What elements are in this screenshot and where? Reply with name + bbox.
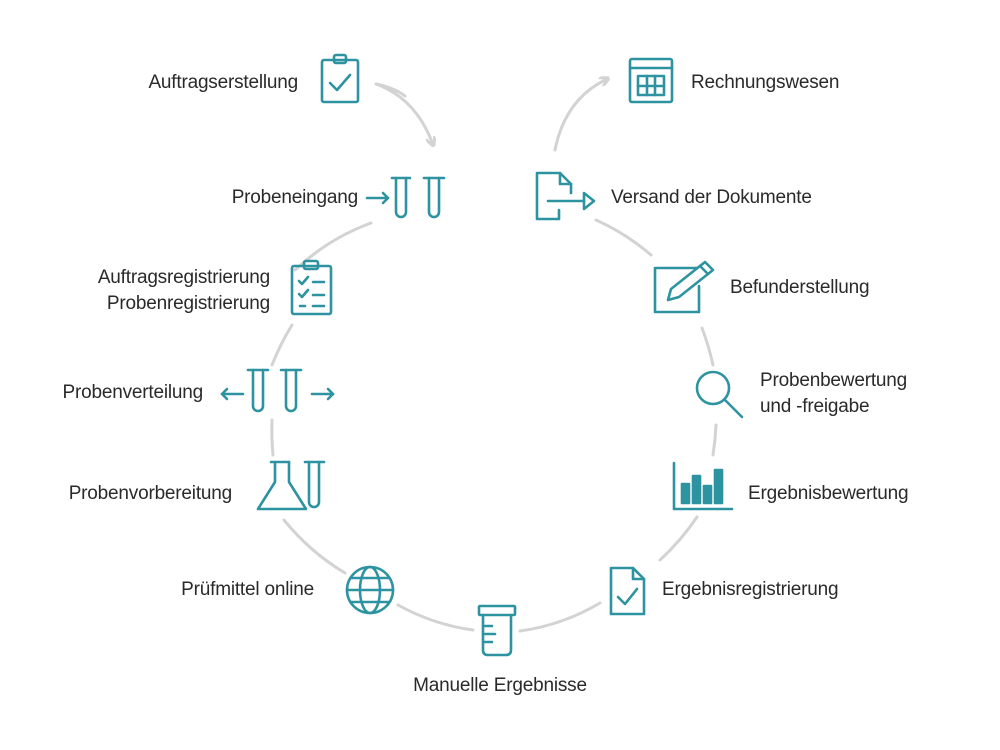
document-check-icon — [609, 566, 646, 616]
label-probenverteilung: Probenverteilung — [62, 382, 204, 403]
label-versand-der-dokumente: Versand der Dokumente — [611, 187, 812, 208]
label-registrierung: Auftragsregistrierung Probenregistrierun… — [98, 265, 270, 317]
label-ergebnisbewertung: Ergebnisbewertung — [748, 483, 909, 504]
clipboard-list-icon — [290, 259, 333, 316]
arc-bottom-left — [396, 603, 475, 632]
spreadsheet-icon — [628, 57, 674, 104]
arc-top-right — [594, 218, 653, 257]
label-probenregistrierung: Probenregistrierung — [106, 293, 270, 314]
label-ergebnisregistrierung: Ergebnisregistrierung — [662, 579, 839, 600]
bar-chart-icon — [672, 461, 734, 511]
arc-right-1 — [658, 515, 699, 562]
flask-tube-icon — [256, 460, 326, 511]
edit-pen-icon — [653, 260, 715, 314]
arc-left-3 — [282, 518, 347, 575]
arc-end-arrow — [553, 80, 605, 152]
cycle-arcs — [270, 80, 718, 633]
label-auftragsregistrierung: Auftragsregistrierung — [97, 267, 270, 288]
arc-start-arrow — [374, 82, 432, 142]
label-probenbewertung-line1: Probenbewertung — [760, 370, 907, 391]
clipboard-check-icon — [320, 53, 360, 104]
arc-left-2 — [270, 418, 275, 457]
arc-right-3 — [700, 326, 715, 367]
label-pruefmittel-online: Prüfmittel online — [181, 579, 314, 600]
document-send-icon — [535, 171, 596, 221]
arc-start-arrow-tail — [374, 82, 407, 98]
label-probenbewertung: Probenbewertung und -freigabe — [760, 368, 907, 420]
specimen-cup-icon — [477, 604, 517, 657]
label-rechnungswesen: Rechnungswesen — [691, 72, 840, 93]
arc-left-1 — [270, 323, 294, 367]
arc-bottom-right — [518, 601, 602, 633]
test-tubes-arrow-in-icon — [365, 176, 446, 219]
label-probeneingang: Probeneingang — [231, 187, 358, 208]
label-auftragserstellung: Auftragserstellung — [148, 72, 298, 93]
magnifier-icon — [695, 370, 744, 419]
label-befunderstellung: Befunderstellung — [730, 277, 870, 298]
label-manuelle-ergebnisse: Manuelle Ergebnisse — [413, 675, 587, 696]
label-probenbewertung-line2: und -freigabe — [760, 396, 870, 417]
test-tubes-distribute-icon — [220, 368, 335, 413]
label-probenvorbereitung: Probenvorbereitung — [68, 483, 232, 504]
globe-icon — [345, 565, 395, 615]
arc-right-2 — [711, 423, 718, 457]
arc-top-left — [293, 221, 373, 272]
